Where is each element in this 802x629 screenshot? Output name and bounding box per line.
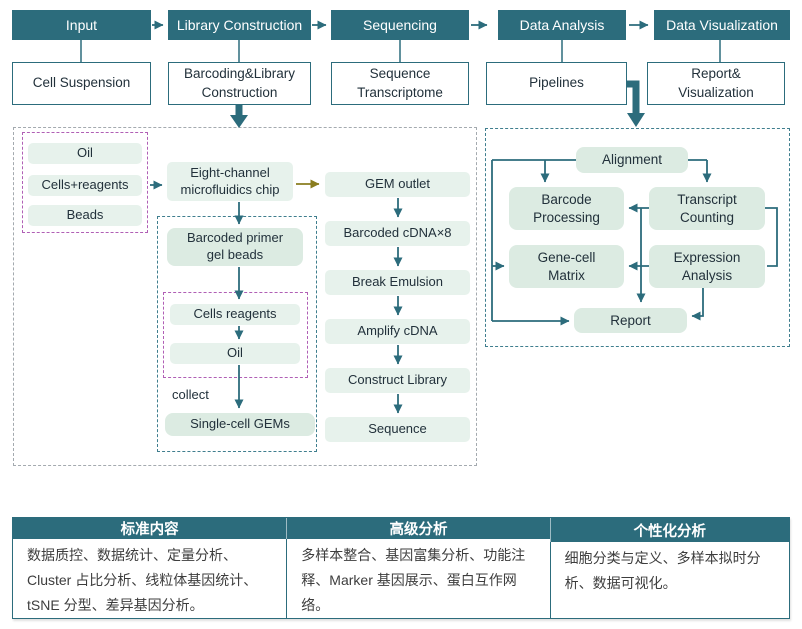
table-body-standard: 数据质控、数据统计、定量分析、Cluster 占比分析、线粒体基因统计、tSNE… (27, 547, 258, 613)
sub-pipelines: Pipelines (486, 62, 627, 105)
table-header-personalized: 个性化分析 (549, 518, 790, 542)
emulsion-oil: Oil (170, 343, 300, 364)
step-break-emulsion: Break Emulsion (325, 270, 470, 295)
node-report: Report (574, 308, 687, 333)
microfluidics-chip: Eight-channel microfluidics chip (167, 162, 293, 201)
input-cells-reagents: Cells+reagents (28, 175, 142, 196)
node-expression-analysis: Expression Analysis (649, 245, 765, 288)
table-column-personalized: 个性化分析 细胞分类与定义、多样本拟时分析、数据可视化。 (549, 518, 790, 618)
step-sequence: Sequence (325, 417, 470, 442)
input-beads: Beads (28, 205, 142, 226)
step-amplify-cdna: Amplify cDNA (325, 319, 470, 344)
node-transcript-counting: Transcript Counting (649, 187, 765, 230)
stage-header-library-construction: Library Construction (168, 10, 311, 40)
node-gene-cell-matrix: Gene-cell Matrix (509, 245, 624, 288)
data-analysis-container (485, 128, 790, 347)
stage-header-data-analysis: Data Analysis (498, 10, 626, 40)
stage-header-data-visualization: Data Visualization (654, 10, 790, 40)
emulsion-cells-reagents: Cells reagents (170, 304, 300, 325)
table-column-advanced: 高级分析 多样本整合、基因富集分析、功能注释、Marker 基因展示、蛋白互作网… (286, 518, 550, 618)
sub-report-visualization: Report& Visualization (647, 62, 785, 105)
step-barcoded-cdna: Barcoded cDNA×8 (325, 221, 470, 246)
table-body-advanced: 多样本整合、基因富集分析、功能注释、Marker 基因展示、蛋白互作网络。 (286, 539, 549, 618)
sub-cell-suspension: Cell Suspension (12, 62, 151, 105)
single-cell-gems: Single-cell GEMs (165, 413, 315, 436)
table-body-personalized: 细胞分类与定义、多样本拟时分析、数据可视化。 (549, 542, 789, 618)
input-mix-container (22, 132, 148, 233)
step-gem-outlet: GEM outlet (325, 172, 470, 197)
stage-header-sequencing: Sequencing (331, 10, 469, 40)
barcoded-gel-beads: Barcoded primer gel beads (167, 228, 303, 266)
stage-header-input: Input (12, 10, 151, 40)
step-construct-library: Construct Library (325, 368, 470, 393)
analysis-content-table: 标准内容 数据质控、数据统计、定量分析、Cluster 占比分析、线粒体基因统计… (12, 517, 790, 619)
table-column-standard: 标准内容 数据质控、数据统计、定量分析、Cluster 占比分析、线粒体基因统计… (13, 518, 287, 618)
table-header-advanced: 高级分析 (286, 518, 550, 539)
sub-barcoding-library: Barcoding&Library Construction (168, 62, 311, 105)
node-alignment: Alignment (576, 147, 688, 173)
table-header-standard: 标准内容 (13, 518, 287, 539)
sub-sequence-transcriptome: Sequence Transcriptome (331, 62, 469, 105)
collect-label: collect (172, 387, 209, 402)
input-oil: Oil (28, 143, 142, 164)
node-barcode-processing: Barcode Processing (509, 187, 624, 230)
